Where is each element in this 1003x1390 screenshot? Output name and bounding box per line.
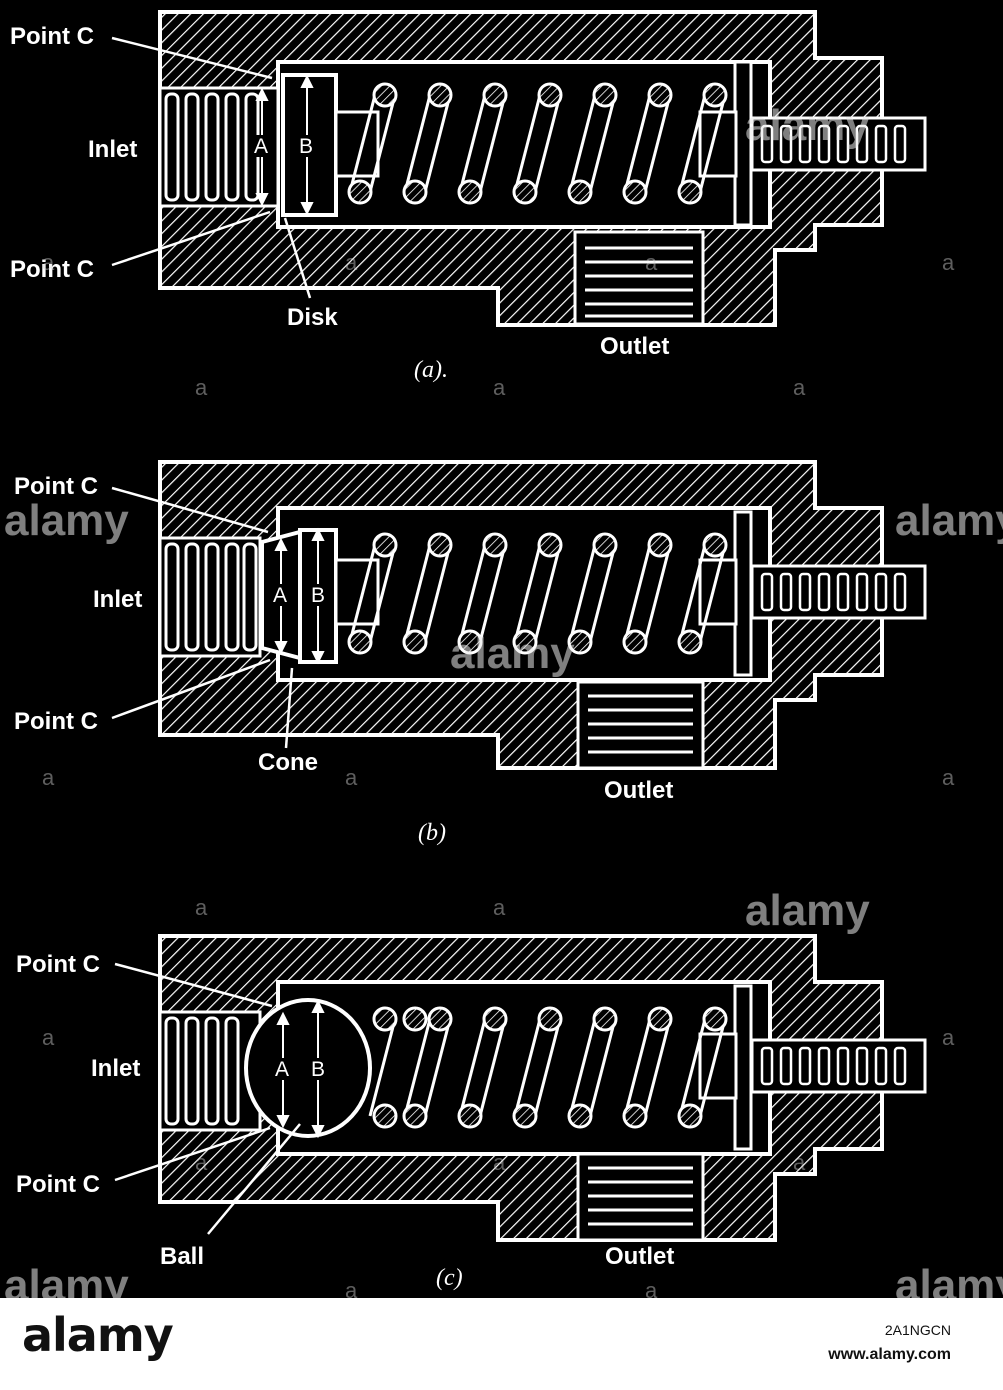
screw-threads	[760, 124, 907, 164]
ball	[244, 998, 372, 1138]
outlet-fins	[585, 246, 693, 318]
part-label: Ball	[160, 1243, 204, 1270]
dimension-b-label: B	[299, 135, 313, 158]
watermark-letter: a	[493, 375, 506, 400]
spring	[368, 1006, 728, 1129]
watermark-letter: a	[42, 765, 55, 790]
watermark-letter: a	[195, 1150, 208, 1175]
dimension-b-label: B	[311, 584, 325, 607]
leader-lines	[111, 486, 294, 749]
watermark-text: alamy	[745, 101, 870, 150]
watermark-text: alamy	[450, 629, 575, 678]
leader-lines	[114, 962, 301, 1235]
watermark-letter: a	[942, 250, 955, 275]
watermark-letter: a	[645, 250, 658, 275]
leader-lines	[111, 36, 312, 299]
dimension-a-label: A	[273, 584, 287, 607]
image-code: 2A1NGCN	[884, 1322, 951, 1338]
watermark-letter: a	[195, 895, 208, 920]
spring-guide-left	[334, 558, 380, 626]
inlet-label: Inlet	[88, 136, 137, 163]
spring	[347, 82, 728, 205]
stock-footer: alamy 2A1NGCN www.alamy.com	[0, 1298, 1003, 1390]
point-c-bottom-label: Point C	[10, 256, 94, 283]
panel-caption: (c)	[436, 1265, 463, 1291]
outlet-label: Outlet	[604, 777, 673, 804]
watermark-letter: a	[942, 765, 955, 790]
watermark-letter: a	[645, 1278, 658, 1303]
watermark-letter: a	[42, 1025, 55, 1050]
inlet-label: Inlet	[91, 1055, 140, 1082]
watermark-letter: a	[793, 375, 806, 400]
watermark-letter: a	[345, 765, 358, 790]
point-c-top-label: Point C	[16, 951, 100, 978]
outlet-fins	[588, 1166, 693, 1226]
screw-threads	[760, 1046, 907, 1086]
inlet-fins	[164, 542, 258, 652]
watermark-text: alamy	[4, 496, 129, 545]
inlet-fins	[164, 1016, 240, 1126]
inlet-label: Inlet	[93, 586, 142, 613]
site-url: www.alamy.com	[828, 1346, 951, 1363]
point-c-bottom-label: Point C	[14, 708, 98, 735]
dimension-a-label: A	[275, 1058, 289, 1081]
part-label: Cone	[258, 749, 318, 776]
panel-caption: (a).	[414, 357, 448, 383]
watermark-text: alamy	[745, 886, 870, 935]
watermark-letter: a	[493, 895, 506, 920]
inlet-fins	[164, 92, 260, 202]
watermark-letter: a	[793, 1150, 806, 1175]
alamy-logo: alamy	[22, 1308, 174, 1362]
outlet-label: Outlet	[605, 1243, 674, 1270]
spring	[347, 532, 728, 655]
watermark-letter: a	[345, 1278, 358, 1303]
valve-panel-b: A B Point C Inlet Point C Cone Outlet (b…	[14, 460, 927, 846]
panel-caption: (b)	[418, 820, 446, 846]
valve-panel-a: A B Point C Inlet Point C Disk Outlet (a…	[10, 10, 927, 383]
watermark-letter: a	[345, 250, 358, 275]
outlet-passage	[573, 230, 705, 326]
point-c-top-label: Point C	[14, 473, 98, 500]
watermark-letter: a	[493, 1150, 506, 1175]
point-c-top-label: Point C	[10, 23, 94, 50]
outlet-label: Outlet	[600, 333, 669, 360]
outlet-fins	[588, 694, 693, 754]
watermark-letter: a	[195, 375, 208, 400]
watermark-letter: a	[42, 250, 55, 275]
watermark-letter: a	[942, 1025, 955, 1050]
dimension-a-label: A	[254, 135, 268, 158]
watermark-text: alamy	[895, 496, 1003, 545]
dimension-b-label: B	[311, 1058, 325, 1081]
part-label: Disk	[287, 304, 338, 331]
point-c-bottom-label: Point C	[16, 1171, 100, 1198]
valve-panel-c: A B Point C Inlet Point C Ball Outlet (c…	[16, 934, 927, 1291]
screw-threads	[760, 572, 907, 612]
